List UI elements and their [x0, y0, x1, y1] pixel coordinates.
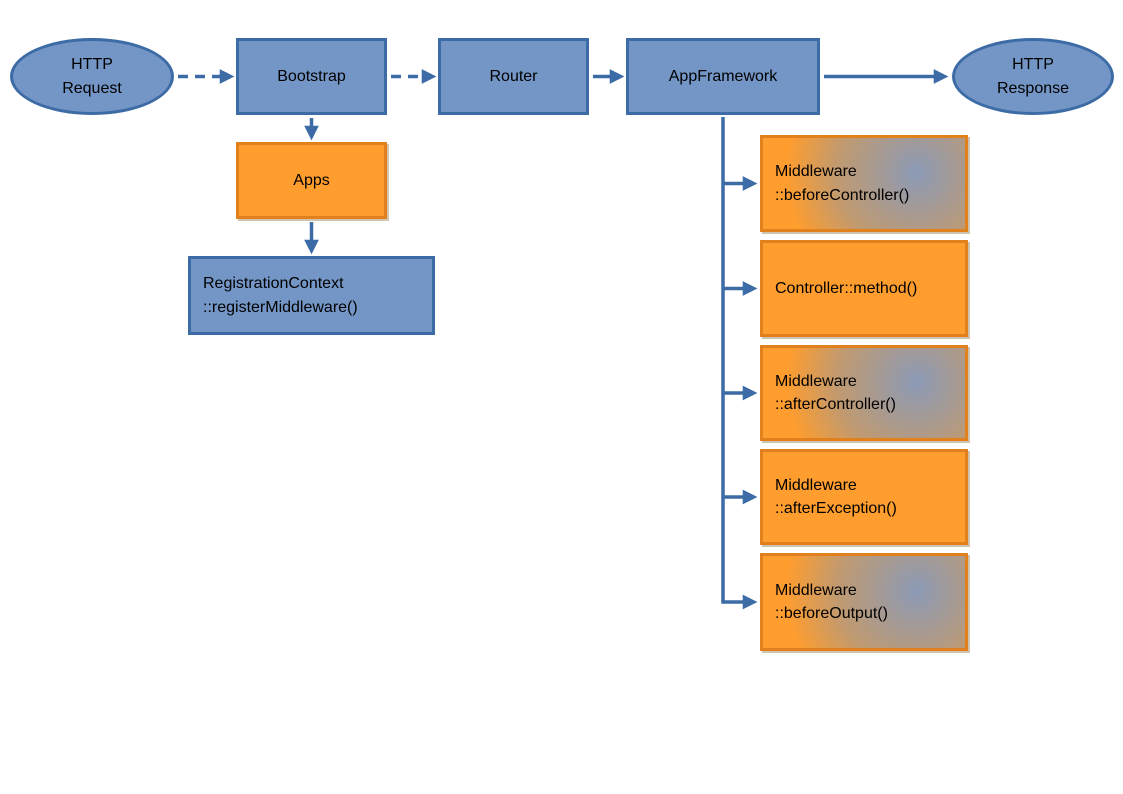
node-apps-label: Apps	[293, 171, 330, 189]
node-bootstrap: Bootstrap	[236, 38, 387, 115]
node-apps: Apps	[236, 142, 387, 219]
node-registration-context-label: RegistrationContext ::registerMiddleware…	[203, 275, 358, 316]
node-middleware-after-controller-label: Middleware ::afterController()	[775, 372, 896, 413]
node-app-framework-label: AppFramework	[668, 67, 778, 85]
node-middleware-before-controller-label: Middleware ::beforeController()	[775, 163, 910, 204]
node-router: Router	[438, 38, 589, 115]
node-router-label: Router	[489, 67, 538, 85]
node-http-response-label: HTTP Response	[996, 56, 1070, 97]
node-bootstrap-label: Bootstrap	[277, 67, 346, 85]
node-middleware-after-exception: Middleware ::afterException()	[760, 449, 968, 545]
node-app-framework: AppFramework	[626, 38, 820, 115]
node-http-request-label: HTTP Request	[62, 56, 122, 97]
node-http-request: HTTP Request	[10, 38, 174, 115]
node-http-response: HTTP Response	[952, 38, 1114, 115]
node-middleware-after-controller: Middleware ::afterController()	[760, 345, 968, 441]
node-controller-method-label: Controller::method()	[775, 279, 918, 297]
node-controller-method: Controller::method()	[760, 240, 968, 337]
node-registration-context: RegistrationContext ::registerMiddleware…	[188, 256, 435, 335]
node-middleware-after-exception-label: Middleware ::afterException()	[775, 476, 897, 517]
node-middleware-before-controller: Middleware ::beforeController()	[760, 135, 968, 232]
node-middleware-before-output-label: Middleware ::beforeOutput()	[775, 581, 888, 622]
node-middleware-before-output: Middleware ::beforeOutput()	[760, 553, 968, 651]
